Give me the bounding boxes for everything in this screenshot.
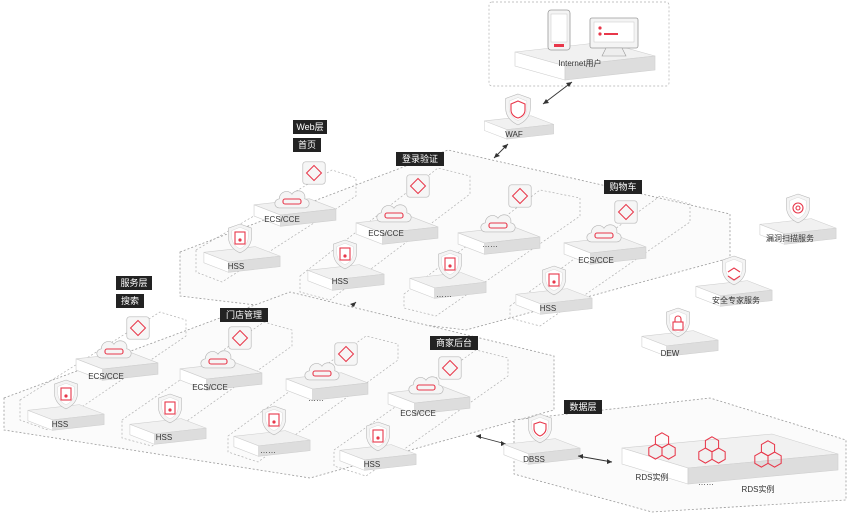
- monitor-icon: [589, 17, 639, 57]
- cloud-server-icon: [200, 350, 236, 369]
- internet-waf-connector: [542, 81, 573, 105]
- vuln-scan-node: 漏洞扫描服务: [759, 193, 837, 245]
- diamond-node-icon: [438, 356, 462, 380]
- dew-node: DEW: [641, 307, 719, 358]
- service-middle-server-label: ……: [308, 394, 324, 403]
- web-middle-group: …… ……: [403, 184, 581, 317]
- data-layer-zone: 数据层 DBSS RDS实例 …… RDS实例: [503, 397, 847, 513]
- store-server-label: ECS/CCE: [192, 383, 228, 392]
- svg-text:搜索: 搜索: [121, 295, 139, 306]
- web-login-group: 登录验证 ECS/CCE HSS: [299, 152, 471, 301]
- cloud-server-icon: [304, 362, 340, 381]
- internet-users-group: Internet用户: [488, 1, 670, 87]
- diamond-node-icon: [302, 161, 326, 185]
- data-layer-tag: 数据层: [564, 400, 602, 414]
- service-layer-tag: 服务层: [116, 276, 152, 290]
- dbss-rds-connector: [577, 455, 613, 463]
- diamond-node-icon: [508, 184, 532, 208]
- web-home-group: 首页 ECS/CCE HSS: [195, 138, 357, 283]
- cloud-server-icon: [586, 224, 622, 243]
- service-search-group: 搜索 ECS/CCE HSS: [19, 294, 187, 431]
- merchant-tag: 商家后台: [430, 336, 478, 350]
- rds-group: RDS实例 …… RDS实例: [621, 432, 839, 494]
- web-layer-zone: Web层 首页 ECS/CCE HSS: [179, 120, 731, 331]
- dbss-node: DBSS: [503, 413, 581, 465]
- dbss-label: DBSS: [523, 455, 545, 464]
- service-middle-hss-label: ……: [260, 446, 276, 455]
- svg-text:购物车: 购物车: [609, 181, 636, 192]
- svg-text:门店管理: 门店管理: [226, 309, 262, 320]
- svg-text:数据层: 数据层: [569, 401, 596, 412]
- cart-server-label: ECS/CCE: [578, 256, 614, 265]
- store-tag: 门店管理: [220, 308, 268, 322]
- radar-shield-icon: [786, 193, 810, 224]
- login-server-label: ECS/CCE: [368, 229, 404, 238]
- waf-node: WAF: [484, 93, 554, 140]
- cloud-server-icon: [376, 204, 412, 223]
- rds-instance-1-label: RDS实例: [636, 472, 669, 482]
- merchant-server-label: ECS/CCE: [400, 409, 436, 418]
- cart-tag: 购物车: [604, 180, 642, 194]
- service-middle-group: …… ……: [227, 335, 399, 463]
- store-hss-label: HSS: [156, 433, 172, 442]
- hss-doc-shield-icon: [542, 265, 566, 296]
- phone-icon: [547, 9, 571, 51]
- home-hss-label: HSS: [228, 262, 244, 271]
- login-hss-label: HSS: [332, 277, 348, 286]
- service-store-group: 门店管理 ECS/CCE HSS: [121, 308, 293, 447]
- shield-icon: [528, 413, 552, 444]
- service-merchant-group: 商家后台 ECS/CCE HSS: [333, 336, 509, 477]
- diamond-node-icon: [614, 200, 638, 224]
- search-server-label: ECS/CCE: [88, 372, 124, 381]
- svg-text:登录验证: 登录验证: [402, 153, 438, 164]
- svg-text:商家后台: 商家后台: [436, 337, 472, 348]
- svg-text:服务层: 服务层: [120, 277, 147, 288]
- home-server-label: ECS/CCE: [264, 215, 300, 224]
- cloud-server-icon: [480, 214, 516, 233]
- login-tag: 登录验证: [396, 152, 444, 166]
- vuln-scan-label: 漏洞扫描服务: [766, 233, 814, 243]
- home-tag: 首页: [293, 138, 321, 152]
- expert-shield-icon: [722, 255, 746, 286]
- web-cart-group: 购物车 ECS/CCE HSS: [509, 180, 691, 327]
- rds-instance-2-label: RDS实例: [742, 484, 775, 494]
- diamond-node-icon: [126, 316, 150, 340]
- expert-service-label: 安全专家服务: [712, 295, 760, 305]
- internet-users-label: Internet用户: [558, 58, 601, 68]
- diamond-node-icon: [334, 342, 358, 366]
- diamond-node-icon: [406, 174, 430, 198]
- lock-icon: [666, 307, 690, 338]
- cloud-server-icon: [408, 376, 444, 395]
- hss-doc-shield-icon: [262, 405, 286, 436]
- cloud-server-icon: [274, 190, 310, 209]
- hss-doc-shield-icon: [158, 393, 182, 424]
- merchant-hss-label: HSS: [364, 460, 380, 469]
- cloud-server-icon: [96, 340, 132, 359]
- svg-text:Web层: Web层: [296, 122, 323, 132]
- search-hss-label: HSS: [52, 420, 68, 429]
- diamond-node-icon: [228, 326, 252, 350]
- cart-hss-label: HSS: [540, 304, 556, 313]
- service-layer-zone: 服务层 搜索 ECS/CCE HSS: [3, 276, 555, 479]
- hss-doc-shield-icon: [366, 421, 390, 452]
- expert-service-node: 安全专家服务: [695, 255, 773, 307]
- hss-doc-shield-icon: [333, 239, 357, 270]
- web-layer-tag: Web层: [293, 120, 327, 134]
- rds-ellipsis-label: ……: [698, 478, 714, 487]
- hss-doc-shield-icon: [228, 223, 252, 254]
- shield-icon: [505, 93, 531, 126]
- hss-doc-shield-icon: [54, 379, 78, 410]
- web-middle-hss-label: ……: [436, 290, 452, 299]
- dew-label: DEW: [661, 349, 680, 358]
- waf-label: WAF: [505, 130, 523, 139]
- web-middle-server-label: ……: [482, 240, 498, 249]
- svg-text:首页: 首页: [298, 139, 316, 150]
- hss-doc-shield-icon: [438, 249, 462, 280]
- search-tag: 搜索: [116, 294, 144, 308]
